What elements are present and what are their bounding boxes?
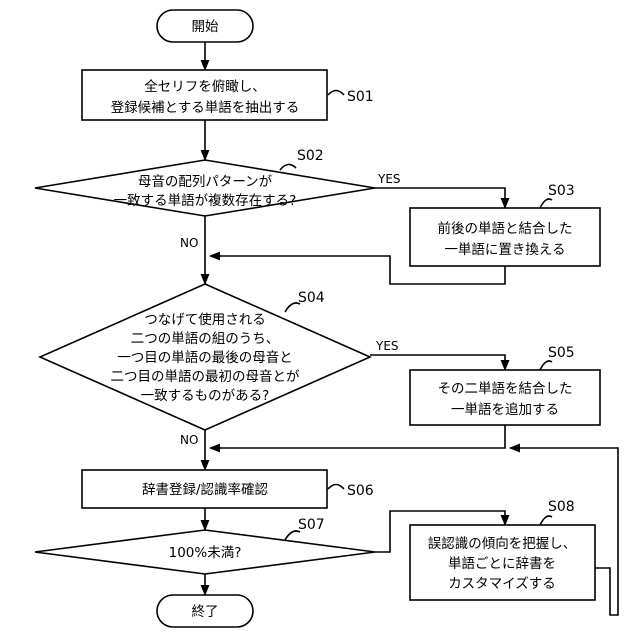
s03-leader xyxy=(540,199,552,208)
edge-s02-yes-s03 xyxy=(375,188,505,208)
s04-label: S04 xyxy=(298,290,325,306)
s04-line-4: 二つ目の単語の最初の母音とが xyxy=(111,368,300,385)
s04-line-2: 二つの単語の組のうち、 xyxy=(131,330,280,347)
s08-label: S08 xyxy=(548,499,575,515)
s05-line-2: 一単語を追加する xyxy=(451,401,559,418)
s04-no-label: NO xyxy=(180,433,198,447)
s03-line-2: 一単語に置き換える xyxy=(444,241,565,258)
s04-line-1: つなげて使用される xyxy=(144,311,266,328)
s05-label: S05 xyxy=(548,345,575,361)
s01-line-1: 全セリフを俯瞰し、 xyxy=(144,78,266,95)
s06-leader xyxy=(328,485,344,490)
s07-line-1: 100%未満? xyxy=(169,545,242,561)
s08-line-2: 単語ごとに辞書を xyxy=(448,555,556,572)
s03-line-1: 前後の単語と結合した xyxy=(438,220,573,237)
end-text: 終了 xyxy=(192,604,219,620)
s04-yes-label: YES xyxy=(375,339,399,353)
s06-label: S06 xyxy=(347,483,374,499)
s05-leader xyxy=(540,361,552,370)
s04-line-3: 一つ目の単語の最後の母音と xyxy=(117,349,293,366)
s02-no-label: NO xyxy=(180,236,198,250)
s01-label: S01 xyxy=(347,89,374,105)
s02-yes-label: YES xyxy=(377,172,401,186)
s01-line-2: 登録候補とする単語を抽出する xyxy=(111,99,300,116)
s08-leader xyxy=(540,516,552,525)
s05-line-1: その二単語を結合した xyxy=(438,380,573,397)
s02-line-2: 一致する単語が複数存在する? xyxy=(114,192,297,209)
s01-leader xyxy=(328,91,344,96)
s06-line-1: 辞書登録/認識率確認 xyxy=(142,481,269,498)
s07-label: S07 xyxy=(298,517,325,533)
edge-s05-return xyxy=(210,425,505,448)
s02-line-1: 母音の配列パターンが xyxy=(138,173,273,190)
s08-line-3: カスタマイズする xyxy=(448,576,556,592)
s02-leader xyxy=(280,164,296,170)
start-text: 開始 xyxy=(192,19,219,35)
s03-label: S03 xyxy=(548,183,575,199)
s02-label: S02 xyxy=(297,148,324,164)
s04-line-5: 一致するものがある? xyxy=(141,388,270,404)
edge-s04-yes-s05 xyxy=(370,355,505,370)
s08-line-1: 誤認識の傾向を把握し、 xyxy=(428,536,577,552)
